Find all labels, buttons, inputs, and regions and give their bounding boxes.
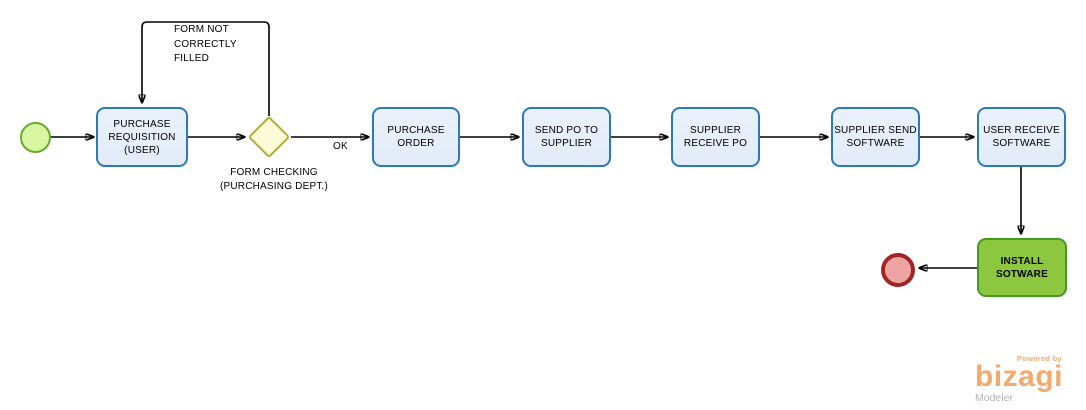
- end-event[interactable]: [881, 253, 915, 287]
- start-event[interactable]: [20, 122, 51, 153]
- flow-gateway-reject-loop: [142, 21, 270, 116]
- task-purchase-requisition[interactable]: PURCHASE REQUISITION (USER): [96, 107, 188, 167]
- flow-label-form-not-correctly-filled: FORM NOT CORRECTLY FILLED: [174, 24, 237, 64]
- task-send-po-to-supplier[interactable]: SEND PO TO SUPPLIER: [522, 107, 611, 167]
- task-supplier-receive-po[interactable]: SUPPLIER RECEIVE PO: [671, 107, 760, 167]
- modeler-label: Modeler: [975, 392, 1013, 404]
- task-supplier-send-software[interactable]: SUPPLIER SEND SOFTWARE: [831, 107, 920, 167]
- flow-label-ok: OK: [333, 141, 348, 152]
- task-user-receive-software[interactable]: USER RECEIVE SOFTWARE: [977, 107, 1066, 167]
- task-purchase-order[interactable]: PURCHASE ORDER: [372, 107, 460, 167]
- bizagi-wordmark: bizagi: [975, 360, 1064, 393]
- powered-by-label: Powered by: [1016, 354, 1062, 363]
- bizagi-logo: Powered by bizagi Modeler: [975, 354, 1067, 404]
- gateway-form-checking-label: FORM CHECKING (PURCHASING DEPT.): [219, 167, 329, 192]
- task-install-software[interactable]: INSTALL SOTWARE: [977, 238, 1067, 297]
